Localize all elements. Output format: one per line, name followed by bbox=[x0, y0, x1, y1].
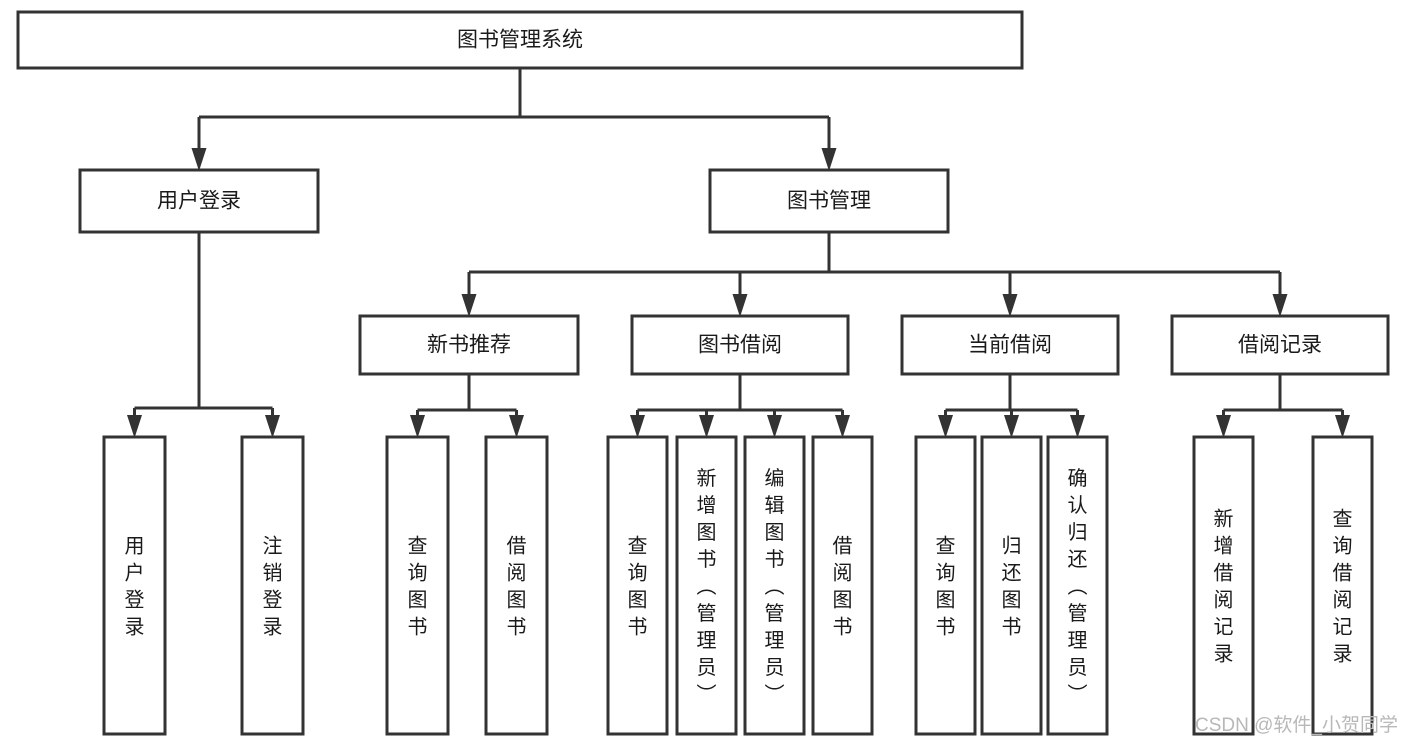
node-label: 借阅图书 bbox=[507, 535, 527, 639]
node-label: 借阅图书 bbox=[833, 535, 853, 639]
node-label: 用户登录 bbox=[125, 536, 145, 639]
node-box[interactable] bbox=[16, 10, 1024, 70]
arrow-head-icon bbox=[509, 415, 524, 438]
node-current-borrow[interactable]: 当前借阅 bbox=[900, 314, 1120, 376]
edge-group-current-borrow bbox=[938, 374, 1085, 438]
arrow-head-icon bbox=[835, 415, 850, 438]
arrow-head-icon bbox=[821, 148, 837, 171]
arrow-head-icon bbox=[1002, 294, 1018, 317]
arrow-head-icon bbox=[1272, 294, 1288, 317]
node-leaf-rec-query[interactable]: 查询图书 bbox=[385, 435, 450, 736]
connector-layer bbox=[127, 68, 1350, 438]
node-book-manage[interactable]: 图书管理 bbox=[708, 168, 950, 234]
node-box[interactable] bbox=[675, 435, 738, 736]
node-box[interactable] bbox=[811, 435, 874, 736]
node-label: 新增图书︵管理员︶ bbox=[697, 467, 717, 706]
arrow-head-icon bbox=[767, 415, 782, 438]
csdn-watermark: CSDN @软件_小贺同学 bbox=[1195, 714, 1398, 736]
arrow-head-icon bbox=[191, 148, 207, 171]
node-box[interactable] bbox=[78, 168, 320, 234]
node-leaf-borrow-add[interactable]: 新增图书︵管理员︶ bbox=[675, 435, 738, 736]
node-leaf-rec-add[interactable]: 新增借阅记录 bbox=[1192, 435, 1255, 736]
arrow-head-icon bbox=[1004, 415, 1019, 438]
node-leaf-user-login[interactable]: 用户登录 bbox=[102, 435, 167, 736]
node-box[interactable] bbox=[240, 435, 305, 736]
node-leaf-rec-borrow[interactable]: 借阅图书 bbox=[484, 435, 549, 736]
node-box[interactable] bbox=[900, 314, 1120, 376]
node-leaf-borrow-edit[interactable]: 编辑图书︵管理员︶ bbox=[743, 435, 806, 736]
node-label: 查询图书 bbox=[408, 535, 428, 639]
node-box[interactable] bbox=[1311, 435, 1374, 736]
node-box[interactable] bbox=[385, 435, 450, 736]
arrow-head-icon bbox=[938, 415, 953, 438]
node-box[interactable] bbox=[484, 435, 549, 736]
node-layer: 图书管理系统用户登录图书管理新书推荐图书借阅当前借阅借阅记录用户登录注销登录查询… bbox=[16, 10, 1390, 736]
edge-group-book-borrow bbox=[630, 374, 850, 438]
arrow-head-icon bbox=[699, 415, 714, 438]
node-leaf-cur-return[interactable]: 归还图书 bbox=[980, 435, 1043, 736]
node-label: 确认归还︵管理员︶ bbox=[1068, 467, 1088, 706]
arrow-head-icon bbox=[732, 294, 748, 317]
node-label: 查询借阅记录 bbox=[1333, 508, 1353, 666]
node-label: 查询图书 bbox=[628, 535, 648, 639]
edge-group-new-book-rec bbox=[410, 374, 524, 438]
node-user-login[interactable]: 用户登录 bbox=[78, 168, 320, 234]
arrow-head-icon bbox=[127, 415, 142, 438]
node-box[interactable] bbox=[606, 435, 669, 736]
arrow-head-icon bbox=[265, 415, 280, 438]
arrow-head-icon bbox=[1335, 415, 1350, 438]
arrow-head-icon bbox=[1070, 415, 1085, 438]
node-box[interactable] bbox=[914, 435, 977, 736]
node-label: 编辑图书︵管理员︶ bbox=[765, 467, 785, 706]
node-box[interactable] bbox=[1170, 314, 1390, 376]
node-new-book-rec[interactable]: 新书推荐 bbox=[358, 314, 580, 376]
node-box[interactable] bbox=[102, 435, 167, 736]
node-borrow-record[interactable]: 借阅记录 bbox=[1170, 314, 1390, 376]
node-leaf-borrow-do[interactable]: 借阅图书 bbox=[811, 435, 874, 736]
node-label: 图书借阅 bbox=[698, 334, 782, 357]
node-box[interactable] bbox=[1046, 435, 1109, 736]
node-label: 图书管理 bbox=[787, 190, 871, 213]
node-label: 注销登录 bbox=[263, 535, 283, 639]
node-box[interactable] bbox=[980, 435, 1043, 736]
arrow-head-icon bbox=[461, 294, 477, 317]
node-leaf-cur-query[interactable]: 查询图书 bbox=[914, 435, 977, 736]
node-leaf-cur-confirm[interactable]: 确认归还︵管理员︶ bbox=[1046, 435, 1109, 736]
node-box[interactable] bbox=[708, 168, 950, 234]
edge-group-root bbox=[191, 68, 837, 171]
node-box[interactable] bbox=[358, 314, 580, 376]
edge-group-user-login bbox=[127, 232, 280, 438]
node-label: 归还图书 bbox=[1002, 535, 1022, 639]
arrow-head-icon bbox=[630, 415, 645, 438]
node-label: 借阅记录 bbox=[1238, 334, 1322, 357]
node-label: 当前借阅 bbox=[968, 334, 1052, 357]
node-label: 新书推荐 bbox=[427, 334, 511, 357]
node-book-borrow[interactable]: 图书借阅 bbox=[630, 314, 850, 376]
arrow-head-icon bbox=[1216, 415, 1231, 438]
node-leaf-rec-search[interactable]: 查询借阅记录 bbox=[1311, 435, 1374, 736]
node-label: 查询图书 bbox=[936, 535, 956, 639]
edge-group-book-manage bbox=[461, 232, 1288, 317]
node-label: 用户登录 bbox=[157, 190, 241, 213]
node-label: 图书管理系统 bbox=[457, 29, 583, 52]
node-box[interactable] bbox=[743, 435, 806, 736]
arrow-head-icon bbox=[410, 415, 425, 438]
node-root[interactable]: 图书管理系统 bbox=[16, 10, 1024, 70]
node-leaf-logout[interactable]: 注销登录 bbox=[240, 435, 305, 736]
edge-group-borrow-record bbox=[1216, 374, 1350, 438]
node-label: 新增借阅记录 bbox=[1214, 508, 1234, 666]
node-box[interactable] bbox=[630, 314, 850, 376]
node-leaf-borrow-query[interactable]: 查询图书 bbox=[606, 435, 669, 736]
node-box[interactable] bbox=[1192, 435, 1255, 736]
